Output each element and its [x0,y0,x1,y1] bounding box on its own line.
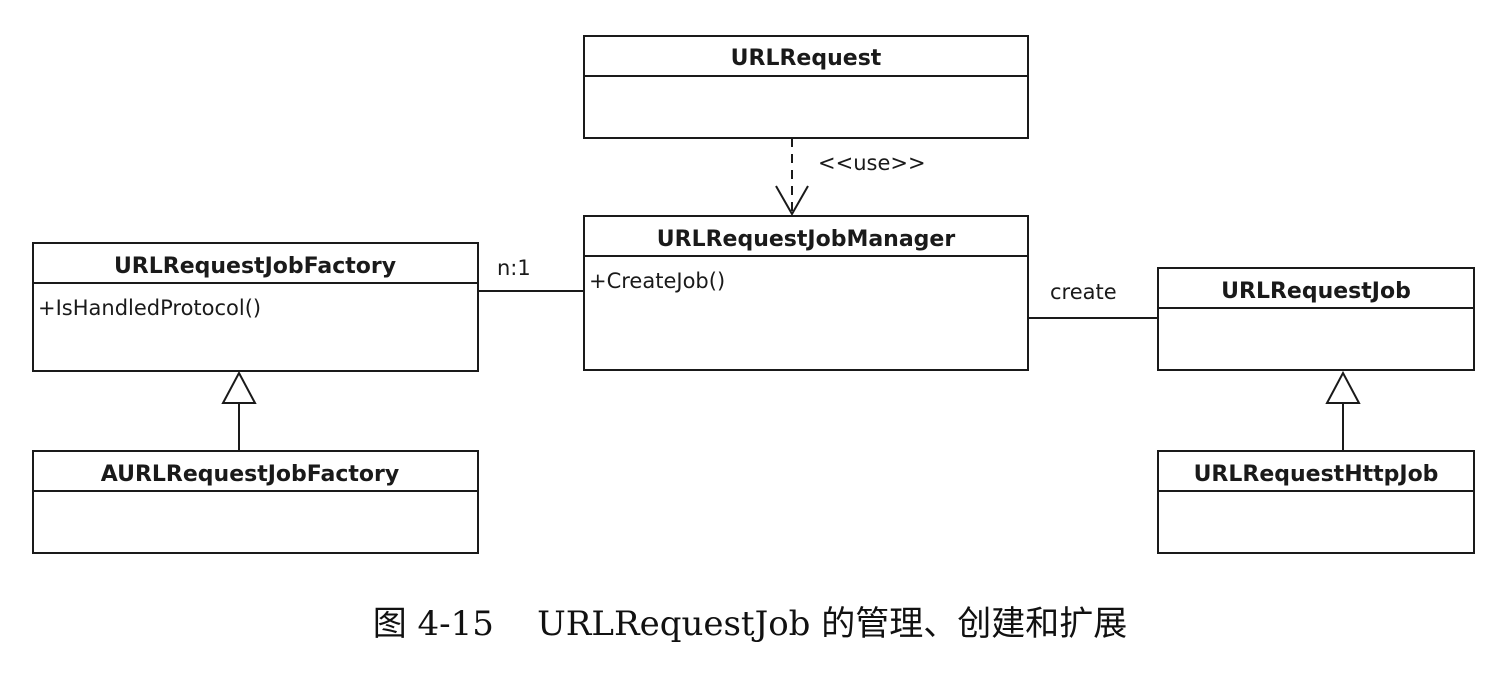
use-stereotype-label: <<use>> [818,151,926,175]
association-factory-manager: n:1 [478,256,584,292]
dependency-use-arrow: <<use>> [775,138,926,217]
class-name-urlrequestjob: URLRequestJob [1221,279,1411,304]
class-name-urlrequestjobmanager: URLRequestJobManager [657,227,956,252]
multiplicity-label: n:1 [497,256,531,280]
class-name-urlrequesthttpjob: URLRequestHttpJob [1194,462,1439,487]
class-name-aurlrequestjobfactory: AURLRequestJobFactory [101,462,399,487]
association-create: create [1028,280,1158,319]
class-urlrequestjobmanager: URLRequestJobManager +CreateJob() [583,215,1029,371]
class-urlrequestjobfactory: URLRequestJobFactory +IsHandledProtocol(… [32,242,479,372]
create-label: create [1050,280,1117,304]
class-urlrequestjob: URLRequestJob [1157,267,1475,371]
uml-diagram: URLRequest URLRequestJobManager +CreateJ… [32,35,1475,554]
generalization-factory [221,370,257,451]
class-name-urlrequestjobfactory: URLRequestJobFactory [114,254,396,279]
class-urlrequesthttpjob: URLRequestHttpJob [1157,450,1475,554]
class-urlrequest: URLRequest [583,35,1029,139]
figure-caption: 图 4-15 URLRequestJob 的管理、创建和扩展 [372,604,1128,644]
class-name-urlrequest: URLRequest [731,46,882,71]
method-createjob: +CreateJob() [589,269,725,293]
method-ishandledprotocol: +IsHandledProtocol() [38,296,261,320]
generalization-job [1325,370,1361,451]
class-aurlrequestjobfactory: AURLRequestJobFactory [32,450,479,554]
